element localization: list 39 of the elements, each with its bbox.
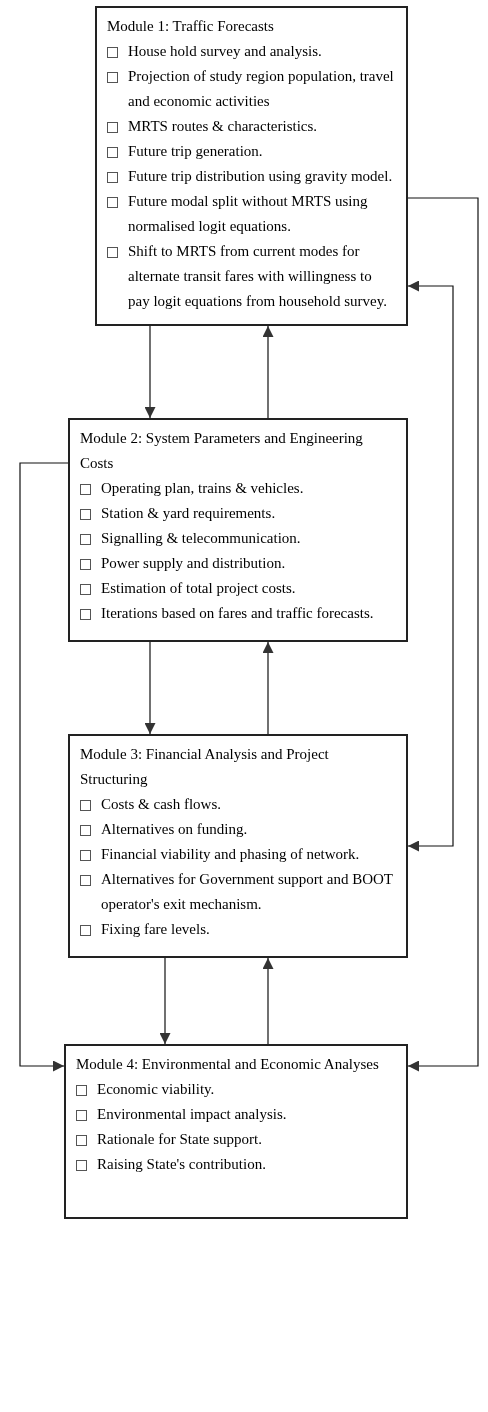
module-box <box>95 6 408 326</box>
arrow <box>144 641 156 735</box>
module-heading: Module 3: Financial Analysis and Project Structuring <box>80 745 330 789</box>
arrow <box>262 641 274 735</box>
list-item: Shift to MRTS from current modes for alternate transit fares with willingness to pay logit equations from household survey. <box>128 242 388 311</box>
module-heading: Module 2: System Parameters and Engineering Costs <box>80 429 364 473</box>
arrow <box>144 325 156 419</box>
list-item: Economic viability. <box>97 1080 215 1099</box>
arrow <box>19 462 69 1072</box>
module-box <box>64 1044 408 1219</box>
arrow <box>262 325 274 419</box>
arrow <box>407 197 479 1072</box>
list-item: Environmental impact analysis. <box>97 1105 287 1124</box>
arrow <box>407 280 454 852</box>
module-heading: Module 4: Environmental and Economic Analyses <box>76 1055 380 1074</box>
list-item: Financial viability and phasing of network. <box>101 845 360 864</box>
list-item: Raising State's contribution. <box>97 1155 266 1174</box>
arrow <box>159 957 171 1045</box>
list-item: Future trip generation. <box>128 142 263 161</box>
list-item: Future trip distribution using gravity model. <box>128 167 393 186</box>
list-item: Rationale for State support. <box>97 1130 262 1149</box>
list-item: Station & yard requirements. <box>101 504 276 523</box>
list-item: Iterations based on fares and traffic forecasts. <box>101 604 374 623</box>
module-box <box>68 734 408 958</box>
list-item: Alternatives on funding. <box>101 820 248 839</box>
list-item: Costs & cash flows. <box>101 795 221 814</box>
arrow <box>262 957 274 1045</box>
list-item: House hold survey and analysis. <box>128 42 322 61</box>
list-item: Estimation of total project costs. <box>101 579 296 598</box>
list-item: Operating plan, trains & vehicles. <box>101 479 304 498</box>
list-item: Fixing fare levels. <box>101 920 210 939</box>
list-item: MRTS routes & characteristics. <box>128 117 318 136</box>
list-item: Alternatives for Government support and BOOT operator's exit mechanism. <box>101 870 394 914</box>
module-box <box>68 418 408 642</box>
module-heading: Module 1: Traffic Forecasts <box>107 17 275 36</box>
list-item: Power supply and distribution. <box>101 554 286 573</box>
list-item: Future modal split without MRTS using normalised logit equations. <box>128 192 369 236</box>
list-item: Projection of study region population, travel and economic activities <box>128 67 395 111</box>
list-item: Signalling & telecommunication. <box>101 529 301 548</box>
